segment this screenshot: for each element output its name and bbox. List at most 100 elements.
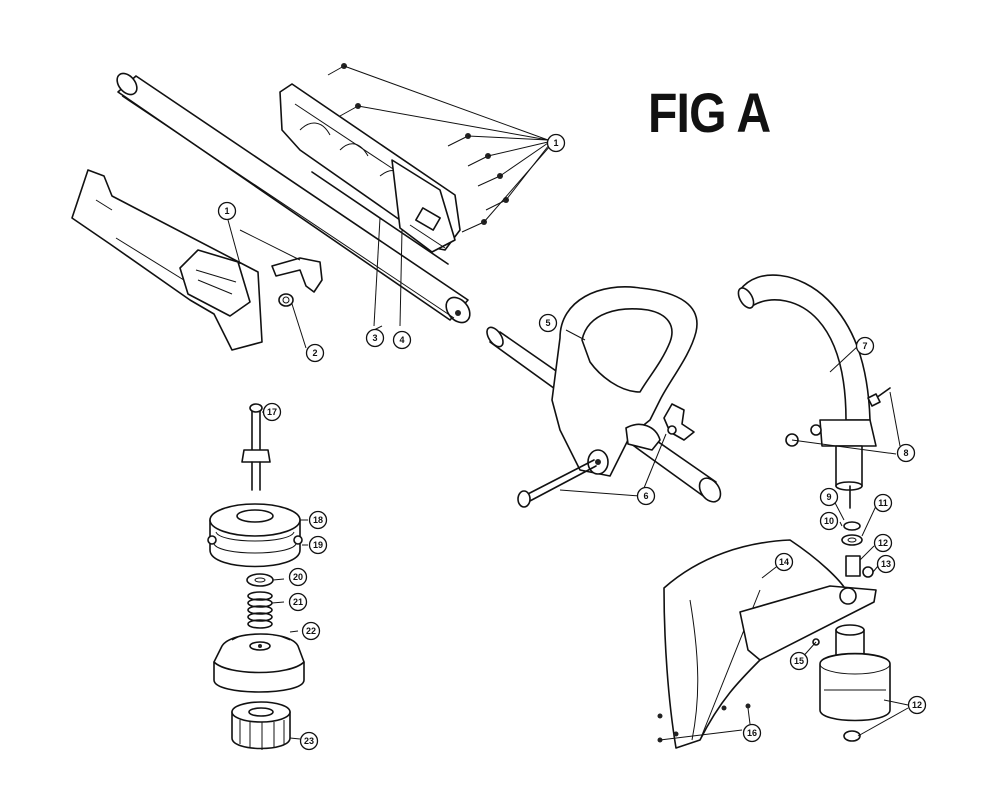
callout-c5: 5 xyxy=(538,313,558,333)
callout-circle xyxy=(819,487,839,507)
callout-circle xyxy=(365,328,385,348)
callout-circle xyxy=(896,443,916,463)
callout-c19: 19 xyxy=(308,535,328,555)
callout-circle xyxy=(538,313,558,333)
callout-circle xyxy=(742,723,762,743)
callout-1-leaders xyxy=(343,65,551,223)
leader-23 xyxy=(289,737,301,740)
callout-c2: 2 xyxy=(305,343,325,363)
callout-c16: 16 xyxy=(742,723,762,743)
spool-22 xyxy=(213,633,305,693)
callout-c3: 3 xyxy=(365,328,385,348)
callout-c13: 13 xyxy=(876,554,896,574)
spool-housing xyxy=(207,503,303,568)
figure-title: FIG A xyxy=(648,81,771,144)
callout-circle xyxy=(855,336,875,356)
callout-label: 1 xyxy=(553,138,558,148)
callout-circle xyxy=(907,695,927,715)
callout-c14: 14 xyxy=(774,552,794,572)
callout-c7: 7 xyxy=(855,336,875,356)
washer-20 xyxy=(246,573,274,587)
drive-shaft-tube xyxy=(116,72,471,324)
callout-label: 6 xyxy=(643,491,648,501)
callout-circle xyxy=(288,567,308,587)
leader-12a xyxy=(859,545,875,561)
callout-label: 5 xyxy=(545,318,550,328)
callout-label: 13 xyxy=(881,559,891,569)
gear-head xyxy=(819,624,891,742)
callout-label: 12 xyxy=(878,538,888,548)
callout-label: 11 xyxy=(878,498,888,508)
callout-label: 4 xyxy=(399,335,404,345)
callout-label: 22 xyxy=(306,626,316,636)
callout-label: 9 xyxy=(826,492,831,502)
callout-label: 8 xyxy=(903,448,908,458)
leader-16a xyxy=(659,729,743,741)
callout-label: 14 xyxy=(779,557,789,567)
callout-label: 17 xyxy=(267,407,277,417)
callout-circle xyxy=(262,402,282,422)
callout-circle xyxy=(789,651,809,671)
callout-c4: 4 xyxy=(392,330,412,350)
callout-label: 20 xyxy=(293,572,303,582)
leader-12b-a xyxy=(883,699,909,706)
callout-c23: 23 xyxy=(299,731,319,751)
trigger-spring xyxy=(278,293,307,349)
leader-10 xyxy=(839,521,843,527)
callout-label: 15 xyxy=(794,656,804,666)
upper-housing-half xyxy=(279,83,461,253)
callout-circle xyxy=(546,133,566,153)
callout-label: 21 xyxy=(293,597,303,607)
callout-circle xyxy=(288,592,308,612)
callout-label: 16 xyxy=(747,728,757,738)
callout-circle xyxy=(636,486,656,506)
callout-circle xyxy=(819,511,839,531)
callout-circle xyxy=(873,493,893,513)
leader-22 xyxy=(289,630,299,633)
callout-c10: 10 xyxy=(819,511,839,531)
callout-circle xyxy=(873,533,893,553)
callout-circle xyxy=(392,330,412,350)
clamp-hardware xyxy=(785,387,891,447)
callout-label: 19 xyxy=(313,540,323,550)
curved-shaft xyxy=(737,274,871,421)
callout-label: 1 xyxy=(224,206,229,216)
callout-circle xyxy=(308,510,328,530)
leader-20 xyxy=(272,578,285,581)
callout-c8: 8 xyxy=(896,443,916,463)
callout-c15: 15 xyxy=(789,651,809,671)
callout-label: 2 xyxy=(312,348,317,358)
callout-label: 10 xyxy=(824,516,834,526)
leader-16b xyxy=(747,707,751,725)
callout-circle xyxy=(308,535,328,555)
callout-label: 3 xyxy=(372,333,377,343)
assist-handle xyxy=(551,286,698,477)
callout-circle xyxy=(774,552,794,572)
callout-circle xyxy=(217,201,237,221)
leader-13 xyxy=(872,565,879,573)
callout-label: 23 xyxy=(304,736,314,746)
callout-c9: 9 xyxy=(819,487,839,507)
leader-6b xyxy=(643,433,667,489)
drive-shaft-pin xyxy=(841,485,874,578)
callout-label: 7 xyxy=(862,341,867,351)
callout-label: 12 xyxy=(912,700,922,710)
callout-label: 18 xyxy=(313,515,323,525)
callout-circle xyxy=(301,621,321,641)
leader-8b xyxy=(889,391,901,447)
callout-c11: 11 xyxy=(873,493,893,513)
callout-c6: 6 xyxy=(636,486,656,506)
callout-c18: 18 xyxy=(308,510,328,530)
leader-11 xyxy=(861,505,877,537)
throttle-trigger xyxy=(239,229,323,293)
callout-c22: 22 xyxy=(301,621,321,641)
grass-shield xyxy=(663,539,877,749)
callout-circle xyxy=(876,554,896,574)
callout-c12a: 12 xyxy=(873,533,893,553)
leader-8a xyxy=(791,439,897,455)
handle-grip xyxy=(71,169,263,351)
leader-6a xyxy=(559,489,641,497)
wing-nut xyxy=(663,403,695,441)
bolt-17 xyxy=(241,403,271,491)
